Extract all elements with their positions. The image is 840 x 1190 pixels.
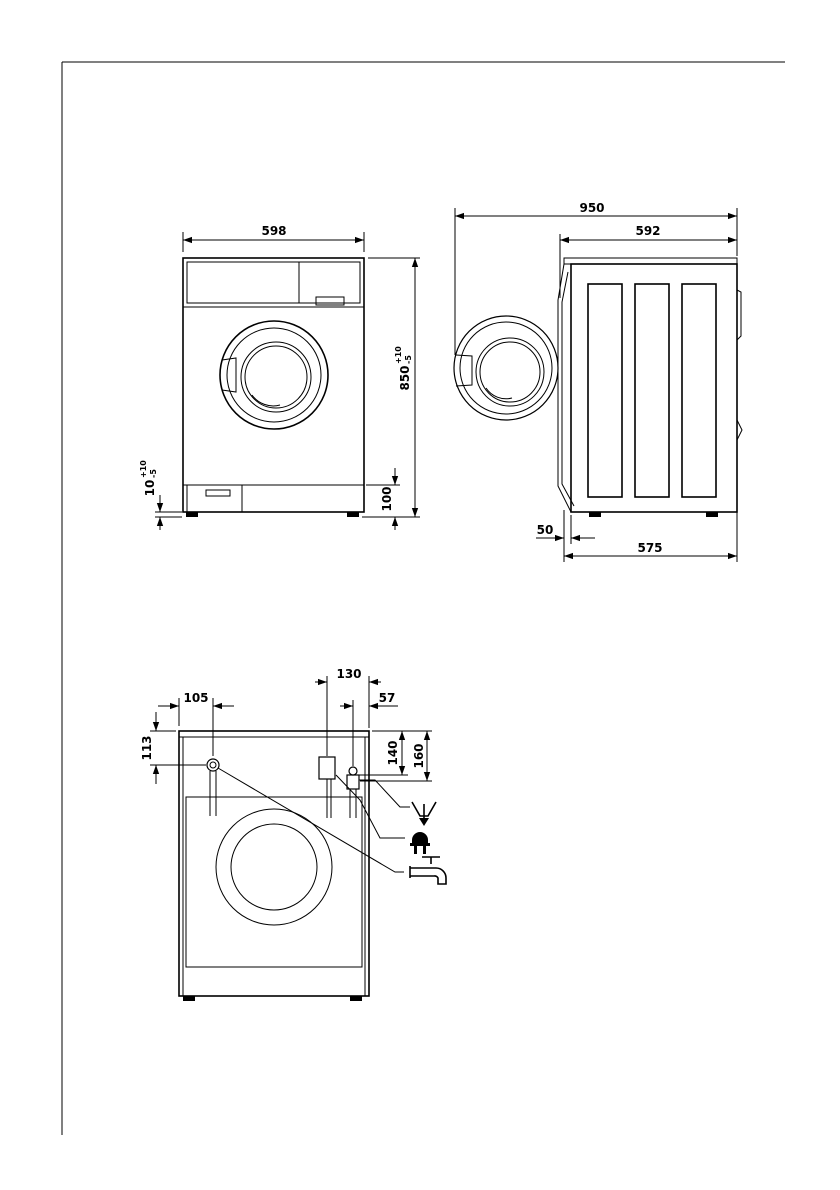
side-panel-3 (681, 283, 717, 498)
foot-tol-plus: +10 (139, 460, 148, 478)
front-height-label: 850 (398, 365, 412, 390)
rear-drum-inner (230, 823, 318, 911)
side-cabinet (570, 263, 738, 513)
inlet-vertical-label: 113 (140, 735, 154, 760)
side-panel-2 (634, 283, 670, 498)
power-cable-entry (318, 756, 336, 818)
front-width-label: 598 (261, 224, 286, 238)
rear-foot-right (350, 996, 362, 1001)
drain-hose-outlet (346, 766, 360, 818)
power-plug-icon (410, 832, 430, 854)
door-offset-label: 50 (537, 523, 554, 537)
rear-cabinet (178, 730, 370, 997)
filter-flap (205, 489, 231, 497)
front-foot-left (186, 512, 198, 517)
front-height-tol-plus: +10 (394, 346, 403, 364)
page-frame (61, 61, 785, 1135)
front-cabinet (182, 257, 365, 513)
rear-hose-bracket (736, 289, 742, 341)
foot-tol-minus: -5 (149, 469, 158, 478)
base-depth-label: 575 (637, 541, 662, 555)
water-leader-line (217, 767, 404, 873)
rear-panel (185, 796, 363, 968)
water-tap-icon (409, 856, 447, 885)
program-selector (315, 296, 345, 306)
power-leader-line (335, 774, 405, 839)
total-depth-label: 950 (579, 201, 604, 215)
front-view: 598 850 +10 -5 100 10 +10 -5 (139, 224, 420, 530)
plug-horizontal-label: 130 (336, 667, 361, 681)
drain-funnel-icon (411, 801, 437, 826)
side-top-plate (563, 257, 738, 265)
inlet-horizontal-label: 105 (183, 691, 208, 705)
rear-view: 105 113 130 57 140 160 (140, 667, 447, 1001)
plug-vertical-label: 160 (412, 743, 426, 768)
front-foot-right (347, 512, 359, 517)
water-inlet (206, 758, 220, 816)
side-foot-rear (706, 512, 718, 517)
drain-horizontal-label: 57 (379, 691, 396, 705)
side-panel-1 (587, 283, 623, 498)
side-view: 950 592 50 575 (453, 201, 743, 562)
plinth-height-label: 100 (380, 486, 394, 511)
drain-leader-line (359, 779, 410, 808)
control-panel (186, 261, 361, 304)
body-depth-label: 592 (635, 224, 660, 238)
foot-adjust-label: 10 (143, 480, 157, 497)
drain-vertical-label: 140 (386, 740, 400, 765)
side-foot-front (589, 512, 601, 517)
side-open-door (453, 315, 559, 421)
rear-foot-left (183, 996, 195, 1001)
front-door (219, 320, 329, 430)
rear-drum-outer (215, 808, 333, 926)
front-height-tol-minus: -5 (404, 355, 413, 364)
side-front-profile (557, 263, 572, 513)
